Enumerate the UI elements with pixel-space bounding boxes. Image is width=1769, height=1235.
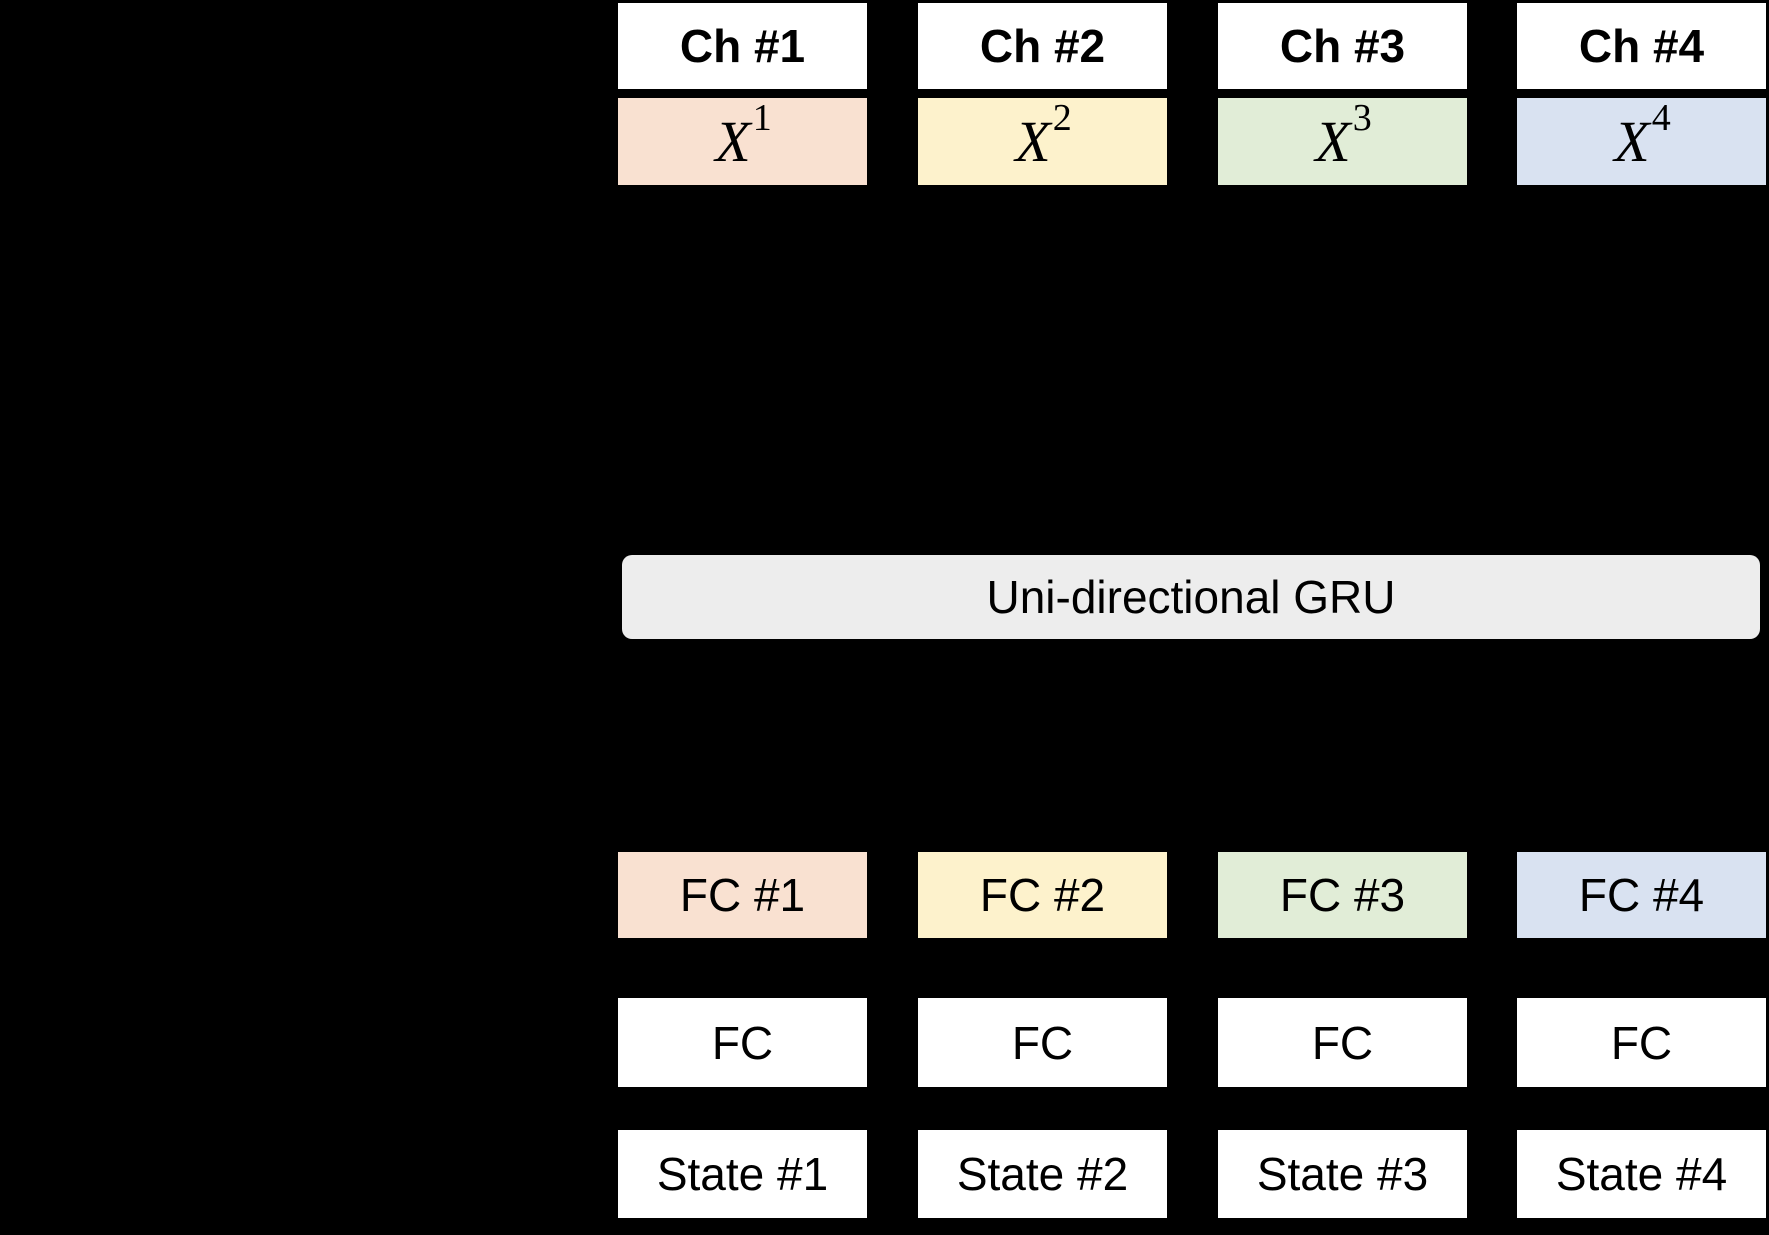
input-variable: X [1315, 108, 1351, 174]
input-superscript: 1 [752, 96, 772, 139]
state-label: State #2 [956, 1148, 1129, 1200]
fc-branch-box: FC #1 [618, 852, 867, 938]
channel-header-box: Ch #3 [1218, 3, 1467, 89]
input-superscript: 4 [1651, 96, 1671, 139]
state-box: State #1 [618, 1130, 867, 1218]
fc-box: FC [1517, 998, 1766, 1087]
fc-box: FC [618, 998, 867, 1087]
fc-branch-box: FC #2 [918, 852, 1167, 938]
channel-header-label: Ch #2 [979, 20, 1106, 72]
input-superscript: 2 [1052, 96, 1072, 139]
fc-label: FC [1011, 1016, 1074, 1069]
fc-branch-label: FC #4 [1578, 869, 1705, 921]
channel-header-box: Ch #4 [1517, 3, 1766, 89]
gru-box: Uni-directional GRU [622, 555, 1760, 639]
channel-header-label: Ch #1 [679, 20, 806, 72]
fc-branch-label: FC #2 [979, 869, 1106, 921]
fc-branch-box: FC #4 [1517, 852, 1766, 938]
channel-header-box: Ch #1 [618, 3, 867, 89]
state-label: State #1 [656, 1148, 829, 1200]
fc-label: FC [1311, 1016, 1374, 1069]
state-label: State #4 [1555, 1148, 1728, 1200]
channel-header-label: Ch #3 [1279, 20, 1406, 72]
fc-label: FC [1610, 1016, 1673, 1069]
state-label: State #3 [1256, 1148, 1429, 1200]
input-superscript: 3 [1352, 96, 1372, 139]
input-variable: X [1015, 108, 1051, 174]
input-variable: X [715, 108, 751, 174]
fc-branch-label: FC #3 [1279, 869, 1406, 921]
fc-branch-box: FC #3 [1218, 852, 1467, 938]
channel-header-label: Ch #4 [1578, 20, 1705, 72]
gru-label: Uni-directional GRU [986, 571, 1396, 623]
fc-label: FC [711, 1016, 774, 1069]
state-box: State #2 [918, 1130, 1167, 1218]
fc-box: FC [918, 998, 1167, 1087]
channel-header-box: Ch #2 [918, 3, 1167, 89]
state-box: State #3 [1218, 1130, 1467, 1218]
fc-box: FC [1218, 998, 1467, 1087]
fc-branch-label: FC #1 [679, 869, 806, 921]
state-box: State #4 [1517, 1130, 1766, 1218]
input-variable: X [1614, 108, 1650, 174]
